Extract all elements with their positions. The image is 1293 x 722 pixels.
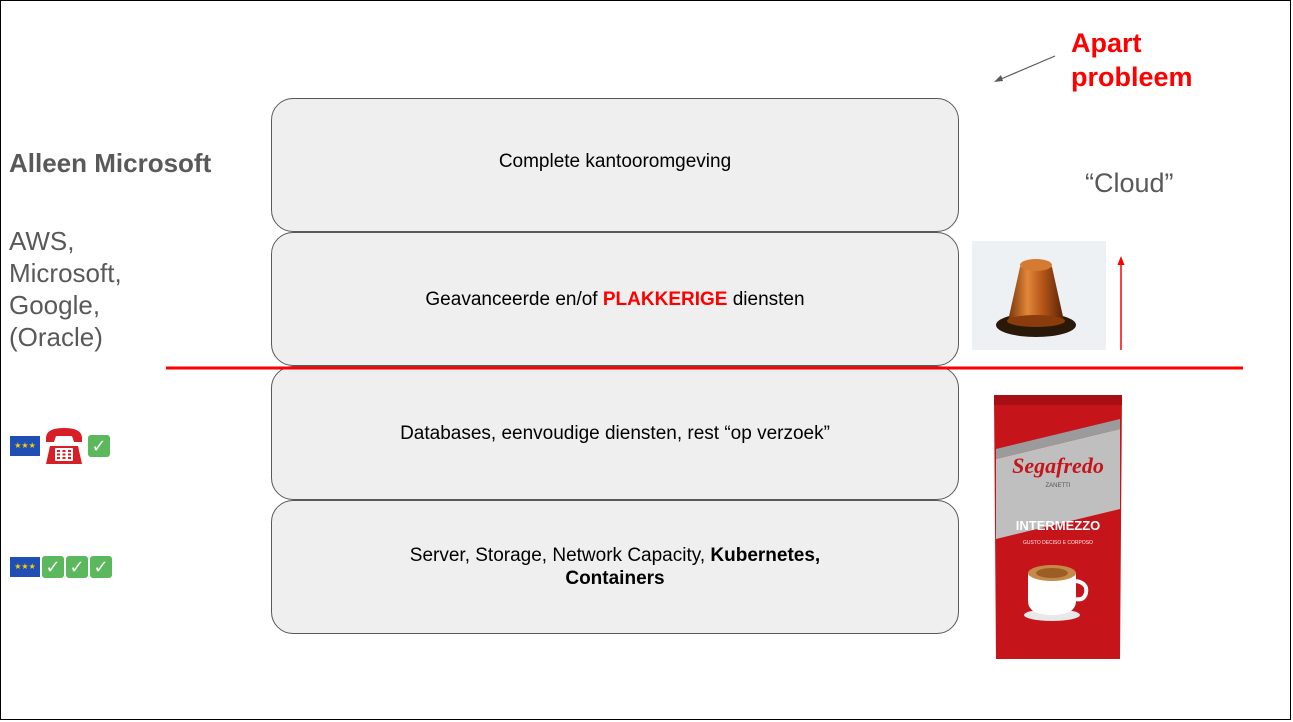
separate-problem-label: Apart probleem bbox=[1071, 26, 1193, 94]
eu-flag-icon: ★★★ bbox=[10, 557, 40, 577]
layer-office-suite: Complete kantooromgeving bbox=[271, 98, 959, 232]
coffee-bag-image: Segafredo ZANETTI INTERMEZZO GUSTO DECIS… bbox=[988, 389, 1128, 665]
layer-advanced-text-after: diensten bbox=[727, 288, 805, 310]
pointer-arrow-shaft bbox=[1000, 55, 1056, 80]
telephone-icon bbox=[46, 428, 82, 464]
check-icon: ✓ bbox=[88, 435, 110, 457]
coffee-bag-subbrand: ZANETTI bbox=[1046, 483, 1071, 489]
cloud-providers-label: AWS, Microsoft, Google, (Oracle) bbox=[9, 225, 122, 353]
separate-problem-line1: Apart bbox=[1071, 28, 1142, 58]
coffee-capsule-icon bbox=[996, 259, 1076, 337]
coffee-capsule-image bbox=[972, 241, 1106, 350]
eu-telephone-check-row: ★★★ ✓ bbox=[10, 424, 110, 468]
layer-databases: Databases, eenvoudige diensten, rest “op… bbox=[271, 366, 959, 500]
coffee-bag-product: INTERMEZZO bbox=[1016, 518, 1101, 533]
pointer-arrow-head bbox=[994, 75, 1003, 82]
cloud-label: “Cloud” bbox=[1085, 168, 1174, 198]
layer-databases-text: Databases, eenvoudige diensten, rest “op… bbox=[400, 422, 830, 444]
layer-office-suite-text: Complete kantooromgeving bbox=[498, 150, 732, 172]
layer-advanced-services: Geavanceerde en/of PLAKKERIGE diensten bbox=[271, 232, 959, 366]
layer-infrastructure: Server, Storage, Network Capacity, Kuber… bbox=[271, 500, 959, 634]
layer-infra-kubernetes: Kubernetes, bbox=[710, 545, 821, 566]
layer-infra-line1: Server, Storage, Network Capacity, bbox=[409, 545, 711, 566]
provider-google: Google, bbox=[9, 290, 101, 320]
layer-advanced-text-before: Geavanceerde en/of bbox=[425, 288, 603, 310]
eu-triple-check-row: ★★★ ✓ ✓ ✓ bbox=[10, 556, 112, 578]
coffee-bag-brand: Segafredo bbox=[1012, 453, 1104, 478]
separate-problem-line2: probleem bbox=[1071, 62, 1193, 92]
layer-advanced-services-text: Geavanceerde en/of PLAKKERIGE diensten bbox=[425, 288, 804, 311]
up-arrow-head bbox=[1117, 256, 1125, 265]
check-icon: ✓ bbox=[66, 556, 88, 578]
provider-oracle: (Oracle) bbox=[9, 322, 103, 352]
check-icon: ✓ bbox=[90, 556, 112, 578]
sticky-highlight: PLAKKERIGE bbox=[602, 288, 728, 310]
check-icon: ✓ bbox=[42, 556, 64, 578]
provider-aws: AWS, bbox=[9, 226, 75, 256]
microsoft-only-label: Alleen Microsoft bbox=[9, 148, 212, 178]
layer-infra-containers: Containers bbox=[565, 568, 665, 589]
layer-infrastructure-text: Server, Storage, Network Capacity, Kuber… bbox=[410, 544, 820, 590]
coffee-bag-tagline: GUSTO DECISO E CORPOSO bbox=[1023, 540, 1093, 546]
provider-microsoft: Microsoft, bbox=[9, 258, 122, 288]
eu-flag-icon: ★★★ bbox=[10, 436, 40, 456]
